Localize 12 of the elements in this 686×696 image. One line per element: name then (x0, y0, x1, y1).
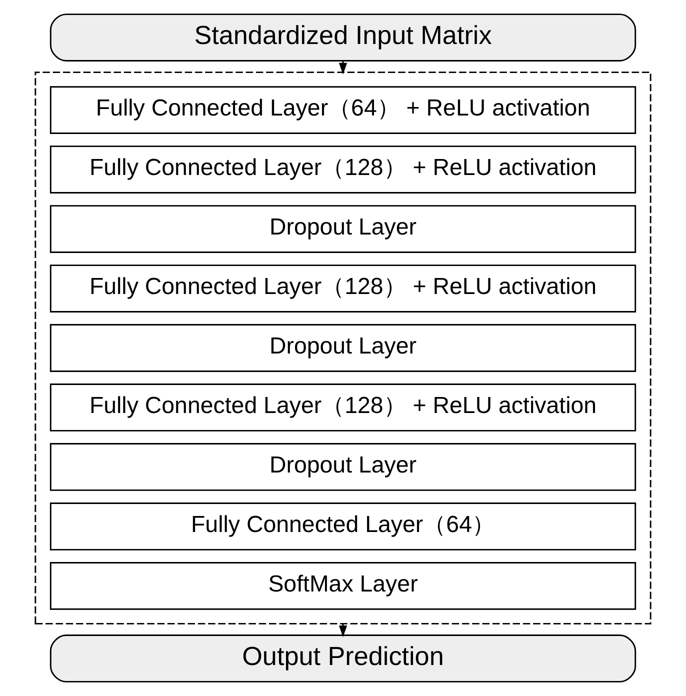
node-box: SoftMax Layer (50, 562, 636, 610)
node-box: Fully Connected Layer（64） + ReLU activation (50, 86, 636, 134)
node-box: Dropout Layer (50, 205, 636, 253)
node-box: Fully Connected Layer（64） (50, 502, 636, 550)
node-box: Dropout Layer (50, 324, 636, 372)
node-box: Fully Connected Layer（128） + ReLU activation (50, 384, 636, 432)
node-box: Dropout Layer (50, 443, 636, 491)
node-box: Fully Connected Layer（128） + ReLU activation (50, 264, 636, 312)
node-box: Fully Connected Layer（128） + ReLU activation (50, 146, 636, 194)
cluster (34, 72, 652, 624)
node-box: Standardized Input Matrix (50, 14, 636, 62)
node-box: Output Prediction (50, 634, 636, 682)
